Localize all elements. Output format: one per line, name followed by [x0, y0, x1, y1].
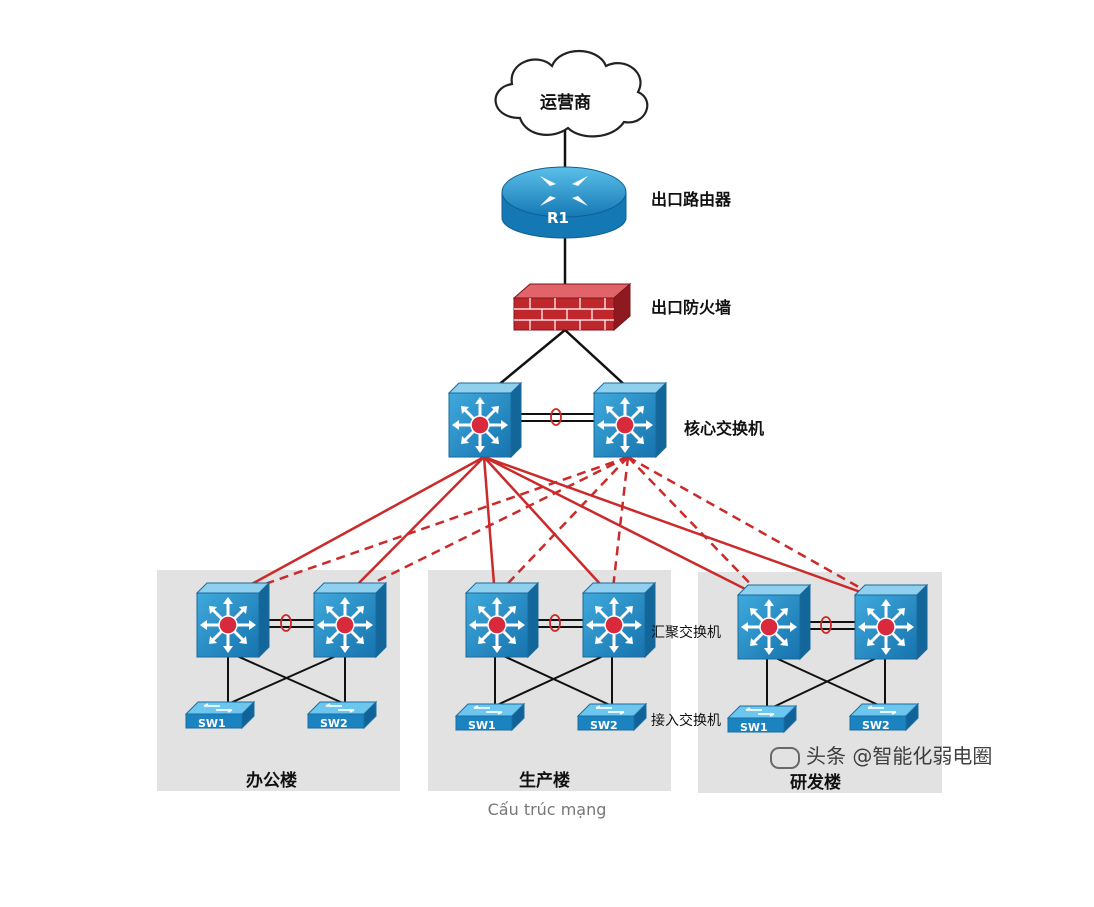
access-switch-rnd-1-label: SW1	[740, 721, 768, 734]
access-links	[227, 651, 886, 711]
isp-label: 运营商	[540, 93, 591, 113]
aggregation-switch-office-1-icon	[197, 583, 269, 657]
aggregation-switch-rnd-1-icon	[738, 585, 810, 659]
router-r1-icon	[501, 166, 627, 239]
wechat-logo-icon	[770, 746, 800, 769]
access-switch-office-2-label: SW2	[320, 717, 348, 730]
access-switch-label: 接入交换机	[651, 713, 721, 729]
router-label: 出口路由器	[651, 190, 732, 209]
aggregation-switch-rnd-2-icon	[855, 585, 927, 659]
access-switch-office-1-label: SW1	[198, 717, 226, 730]
access-switch-rnd-2-label: SW2	[862, 719, 890, 732]
core-switch-label: 核心交换机	[684, 419, 765, 438]
aggregation-switch-label: 汇聚交换机	[651, 625, 721, 641]
core-right-links	[227, 455, 881, 601]
core-switch-2-icon	[594, 383, 666, 457]
building-name-production: 生产楼	[519, 771, 570, 791]
aggregation-switch-production-1-icon	[466, 583, 538, 657]
building-name-rnd: 研发楼	[790, 773, 841, 793]
figure-caption: Cấu trúc mạng	[487, 800, 607, 819]
watermark: 头条 @智能化弱电圈	[770, 740, 992, 769]
firewall-label: 出口防火墙	[651, 298, 732, 317]
building-name-office: 办公楼	[246, 771, 297, 791]
core-left-links	[227, 455, 881, 601]
access-switch-production-1-label: SW1	[468, 719, 496, 732]
router-name: R1	[547, 209, 569, 227]
aggregation-switch-production-2-icon	[583, 583, 655, 657]
firewall-icon	[512, 282, 632, 332]
isp-cloud-icon	[494, 49, 649, 138]
watermark-text: 头条 @智能化弱电圈	[806, 744, 993, 768]
core-interconnect	[518, 408, 594, 426]
aggregation-switch-office-2-icon	[314, 583, 386, 657]
access-switch-production-2-label: SW2	[590, 719, 618, 732]
core-switch-1-icon	[449, 383, 521, 457]
